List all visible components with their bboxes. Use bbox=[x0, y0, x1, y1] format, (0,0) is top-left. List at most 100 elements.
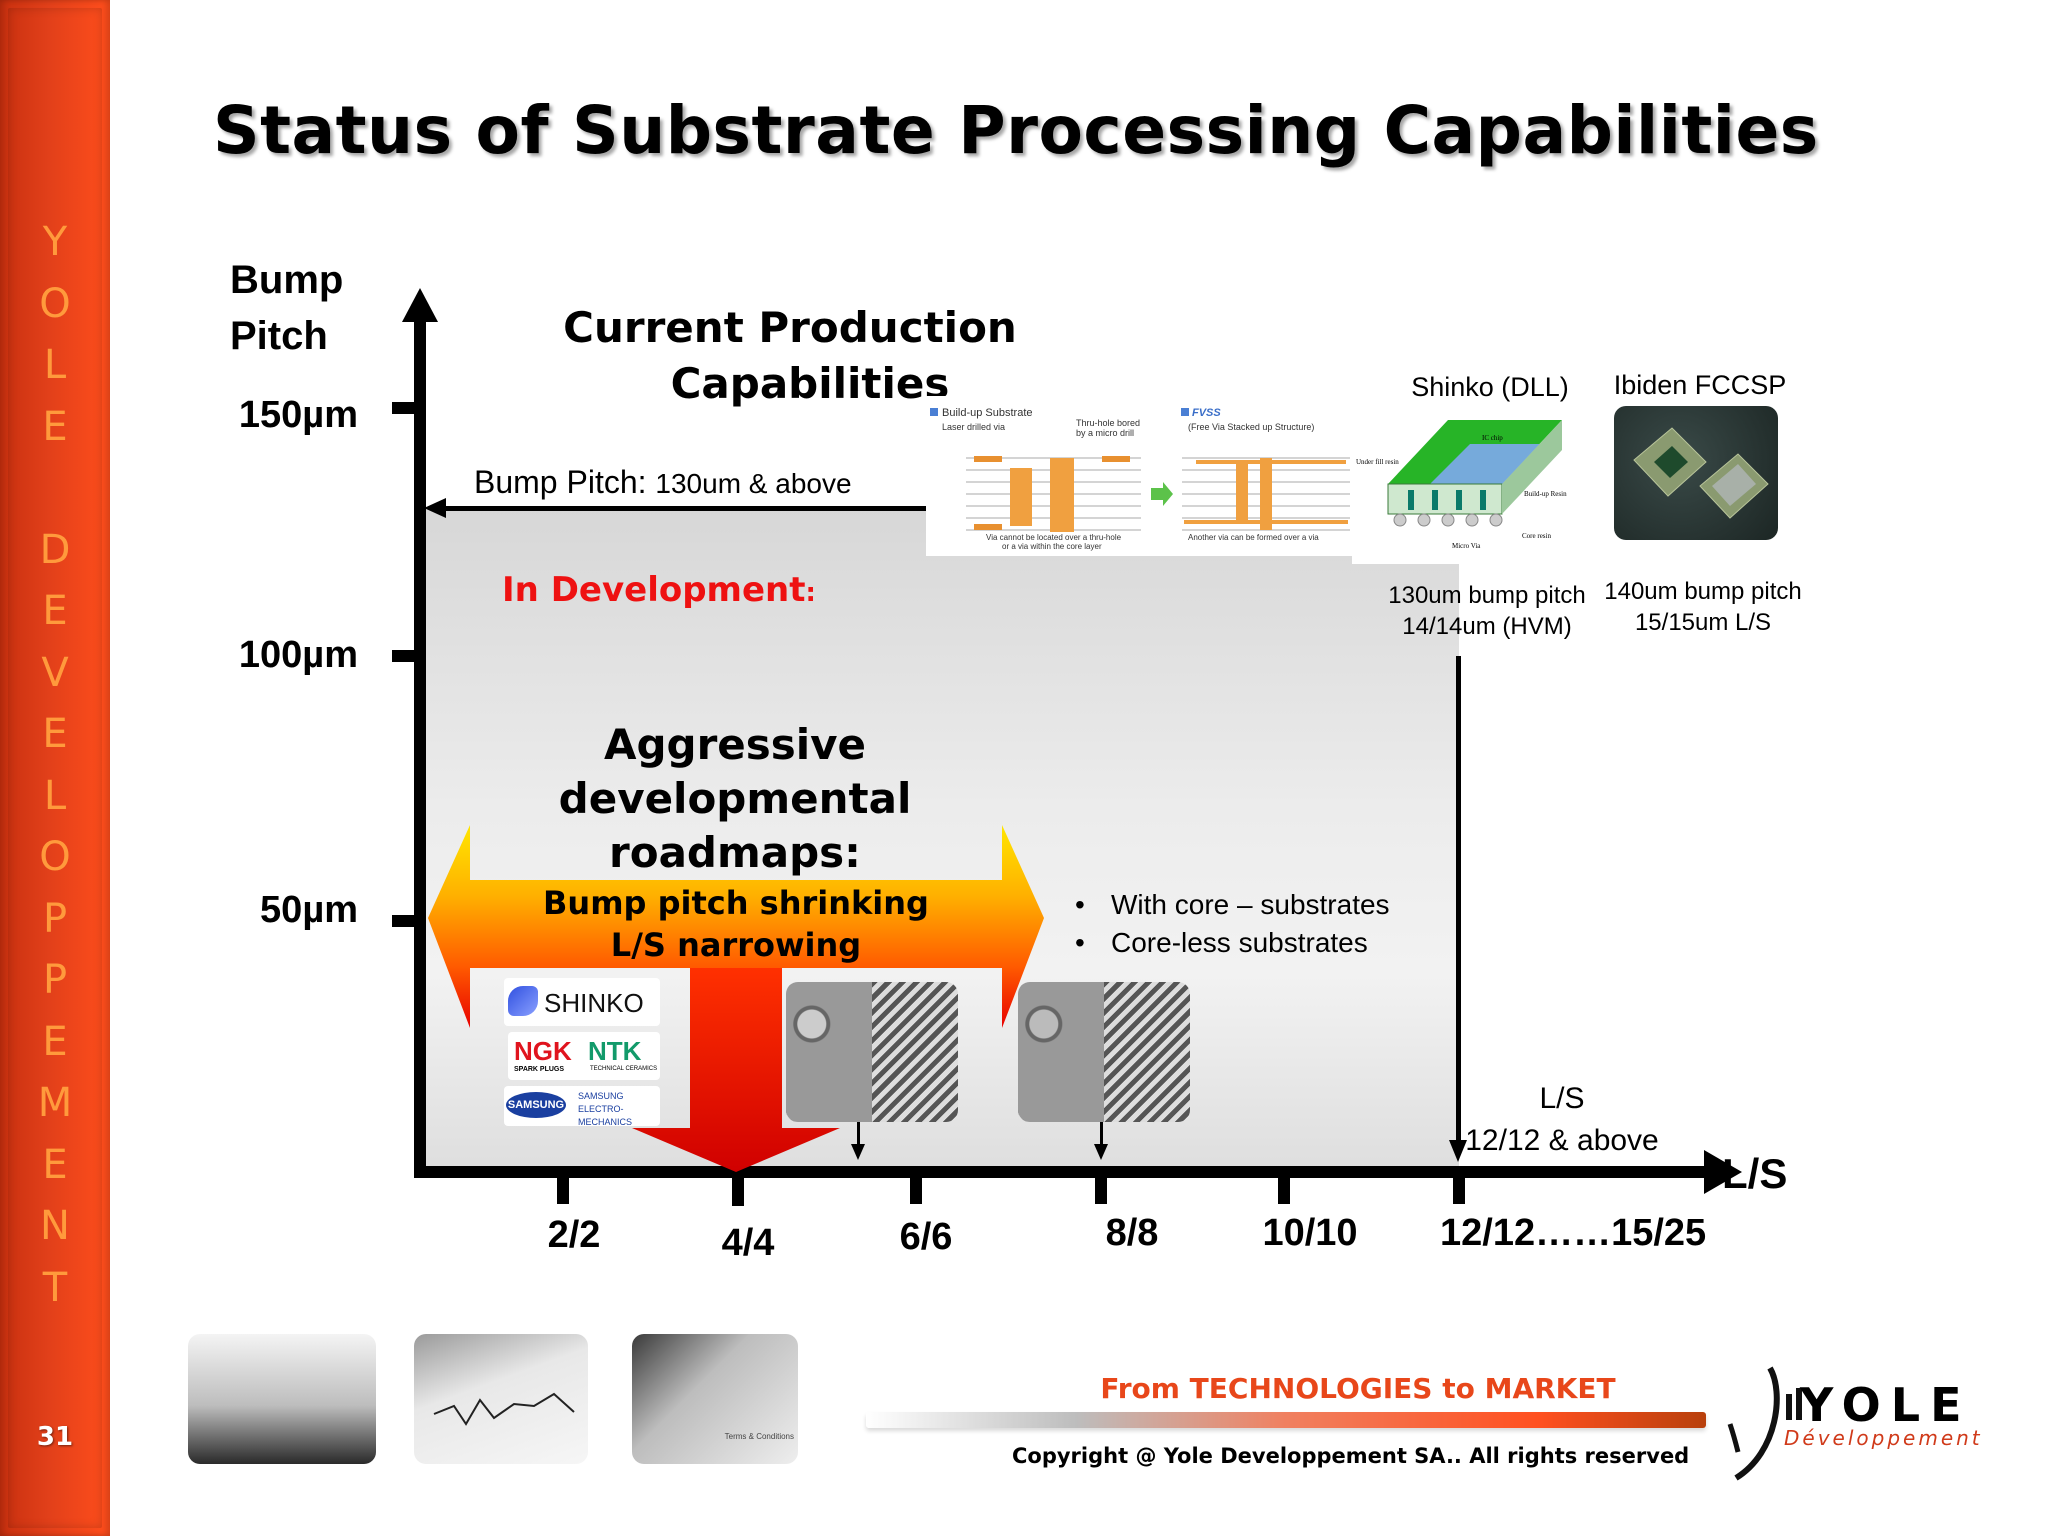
x-tick-4-4: 4/4 bbox=[721, 1222, 775, 1264]
sidebar-letter: O bbox=[39, 834, 71, 880]
bump-pitch-value: 130um & above bbox=[655, 468, 852, 499]
aggressive-roadmaps-heading: Aggressive developmental roadmaps: bbox=[430, 718, 1040, 880]
y-tick-50: 50µm bbox=[260, 889, 358, 931]
sidebar-letter: V bbox=[41, 649, 69, 696]
calculator-chart-photo bbox=[414, 1334, 588, 1464]
bump-pitch-current-label: Bump Pitch: 130um & above bbox=[474, 464, 852, 501]
svg-text:Micro Via: Micro Via bbox=[1452, 542, 1481, 550]
svg-text:Laser drilled via: Laser drilled via bbox=[942, 422, 1005, 432]
substrate-types-list: With core – substrates Core-less substra… bbox=[1075, 886, 1390, 962]
bump-pitch-shrinking: Bump pitch shrinking bbox=[543, 884, 929, 922]
ibiden-fccsp-photo bbox=[1614, 406, 1778, 540]
yole-logo-subtext: Développement bbox=[1784, 1426, 1983, 1450]
sidebar-letter: E bbox=[42, 1018, 68, 1065]
footer-slogan: From TECHNOLOGIES to MARKET bbox=[1100, 1372, 1616, 1405]
yole-logo-swoosh-icon bbox=[1727, 1366, 1802, 1481]
sidebar-letter: D bbox=[39, 526, 71, 573]
in-development-label: In Development: bbox=[502, 570, 816, 610]
svg-text:Thru-hole bored: Thru-hole bored bbox=[1076, 418, 1140, 428]
current-production-line2: Capabilities bbox=[670, 359, 950, 408]
roadmaps-line1: Aggressive developmental bbox=[558, 720, 912, 823]
ls-narrowing: L/S narrowing bbox=[610, 926, 862, 964]
x-axis-arrowhead-icon bbox=[1704, 1150, 1742, 1194]
shinko-logo: SHINKO bbox=[504, 978, 660, 1026]
x-tick-8-8: 8/8 bbox=[1105, 1212, 1159, 1254]
ls-note-label: L/S bbox=[1539, 1082, 1585, 1115]
x-tick-12-12-to-15-25: 12/12……15/25 bbox=[1440, 1212, 1707, 1254]
sidebar-letter: Y bbox=[42, 219, 68, 265]
svg-text:Core resin: Core resin bbox=[1522, 532, 1551, 540]
svg-text:Via cannot be located over a t: Via cannot be located over a thru-hole bbox=[986, 533, 1122, 542]
ls-note-value: 12/12 & above bbox=[1465, 1124, 1659, 1157]
current-production-line1: Current Production bbox=[563, 303, 1017, 352]
sidebar-letter: L bbox=[43, 342, 67, 388]
shinko-logo-text: SHINKO bbox=[544, 988, 644, 1018]
bump-pitch-label: Bump Pitch: bbox=[474, 464, 647, 500]
shinko-bump-pitch: 130um bump pitch bbox=[1388, 582, 1586, 609]
svg-text:Under fill resin: Under fill resin bbox=[1356, 458, 1399, 466]
svg-text:IC chip: IC chip bbox=[1482, 434, 1503, 442]
current-production-heading: Current Production Capabilities bbox=[560, 300, 1020, 412]
slide-title: Status of Substrate Processing Capabilit… bbox=[213, 92, 1819, 169]
dll-substrate-illustration: IC chip Under fill resin Build-up Resin … bbox=[1356, 420, 1567, 550]
footer-copyright: Copyright @ Yole Developpement SA.. All … bbox=[1012, 1444, 1690, 1468]
y-axis-arrowhead-icon bbox=[402, 288, 438, 322]
samsung-logo-icon: SAMSUNG bbox=[506, 1092, 566, 1118]
yole-logo-text: YOLE bbox=[1800, 1378, 1972, 1432]
ibiden-fccsp-label: Ibiden FCCSP bbox=[1613, 370, 1787, 400]
sidebar-letter: E bbox=[42, 403, 68, 450]
sem-image-8-8 bbox=[1018, 982, 1190, 1122]
svg-text:Build-up Resin: Build-up Resin bbox=[1524, 490, 1567, 498]
chart-line-icon bbox=[433, 1392, 575, 1426]
spark-plugs-text: SPARK PLUGS bbox=[514, 1066, 565, 1073]
sem-pads bbox=[1018, 982, 1104, 1122]
sidebar-letter: M bbox=[37, 1080, 73, 1126]
sidebar-letter: N bbox=[40, 1203, 70, 1249]
bullet-with-core: With core – substrates bbox=[1075, 886, 1390, 924]
sidebar-letter: E bbox=[42, 1141, 68, 1188]
buildup-vs-fvss-illustration: Build-up Substrate Laser drilled via Thr… bbox=[930, 407, 1350, 551]
samsung-em-text: SAMSUNG ELECTRO-MECHANICS bbox=[578, 1091, 633, 1127]
ngk-ntk-logo: NGK NTK SPARK PLUGS TECHNICAL CERAMICS bbox=[508, 1032, 660, 1080]
y-axis-title-line1: Bump bbox=[230, 258, 344, 302]
ntk-logo-text: NTK bbox=[588, 1036, 642, 1066]
shinko-logo-icon bbox=[508, 986, 538, 1016]
ls-current-note: L/S 12/12 & above bbox=[1462, 1078, 1662, 1162]
ngk-logo-text: NGK bbox=[514, 1036, 572, 1066]
sidebar-letter: E bbox=[42, 588, 68, 634]
fccsp-chip-illustration bbox=[1633, 427, 1769, 519]
handshake-photo: Terms & Conditions bbox=[632, 1334, 798, 1464]
sidebar-letter: T bbox=[42, 1264, 68, 1311]
business-meeting-photo bbox=[188, 1334, 376, 1464]
svg-text:(Free Via Stacked up Structure: (Free Via Stacked up Structure) bbox=[1188, 422, 1314, 432]
bullet-coreless: Core-less substrates bbox=[1075, 924, 1390, 962]
page-number: 31 bbox=[36, 1422, 74, 1452]
ibiden-fccsp-caption: 140um bump pitch 15/15um L/S bbox=[1590, 576, 1816, 638]
svg-text:Build-up Substrate: Build-up Substrate bbox=[942, 407, 1033, 419]
in-development-text: In Development bbox=[502, 570, 806, 610]
roadmaps-line2: roadmaps: bbox=[609, 828, 861, 877]
y-tick-100: 100µm bbox=[238, 634, 358, 676]
footer-gradient-bar bbox=[866, 1412, 1706, 1428]
sem-image-6-6 bbox=[786, 982, 958, 1122]
company-logos: SHINKO NGK NTK SPARK PLUGS TECHNICAL CER… bbox=[504, 978, 660, 1128]
sidebar-brand-letters: Y O L E D E V E L O P P E M E N T bbox=[0, 212, 110, 1319]
shinko-dll-label: Shinko (DLL) bbox=[1411, 372, 1569, 402]
sidebar-letter: L bbox=[43, 772, 67, 819]
svg-text:by a micro drill: by a micro drill bbox=[1076, 428, 1134, 438]
sidebar: Y O L E D E V E L O P P E M E N T 31 bbox=[0, 0, 110, 1536]
shinko-dll-diagram: IC chip Under fill resin Build-up Resin … bbox=[1352, 414, 1592, 564]
y-axis-title: Bump Pitch bbox=[230, 252, 343, 364]
in-development-colon: : bbox=[805, 578, 816, 608]
sem-pads bbox=[786, 982, 872, 1122]
x-tick-2-2: 2/2 bbox=[547, 1214, 601, 1256]
bump-pitch-arrow-icon bbox=[424, 498, 446, 518]
shinko-dll-caption: 130um bump pitch 14/14um (HVM) bbox=[1372, 580, 1602, 642]
ibiden-ls: 15/15um L/S bbox=[1634, 609, 1772, 636]
svg-text:FVSS: FVSS bbox=[1192, 407, 1221, 419]
y-axis-title-line2: Pitch bbox=[230, 314, 328, 358]
roadmap-down-arrow bbox=[632, 968, 840, 1172]
shinko-ls: 14/14um (HVM) bbox=[1402, 613, 1572, 640]
sidebar-letter: O bbox=[39, 280, 71, 327]
